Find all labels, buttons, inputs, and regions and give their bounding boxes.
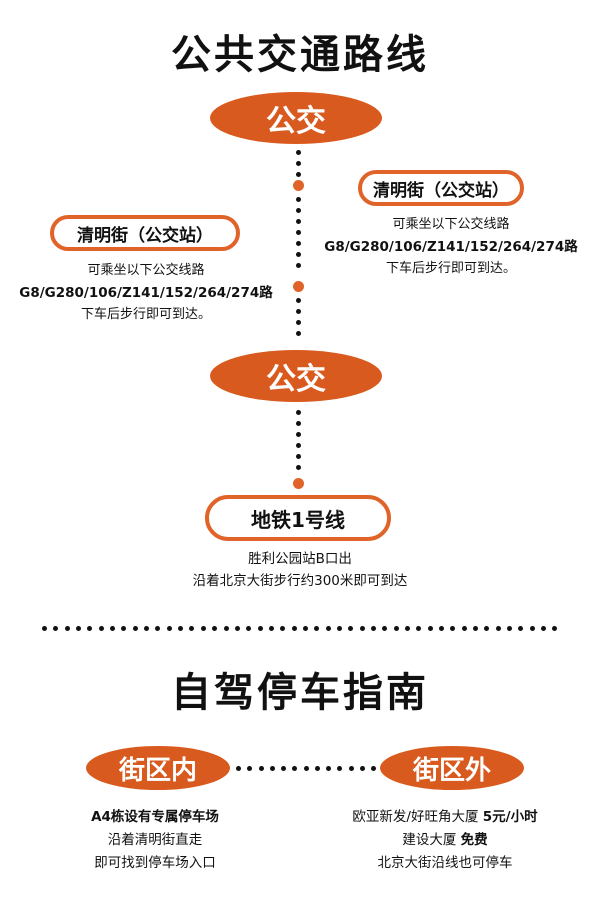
left-stop-pill: 清明街（公交站） (50, 215, 240, 251)
metro-marker (293, 478, 304, 489)
outside-badge-label: 街区外 (412, 755, 491, 786)
inside-info: A4栋设有专属停车场 沿着清明街直走 即可找到停车场入口 (20, 806, 290, 875)
bus-badge-top: 公交 (210, 92, 382, 144)
bus-badge-top-label: 公交 (266, 104, 326, 139)
right-stop-line3: 下车后步行即可到达。 (385, 261, 516, 276)
metro-info: 胜利公园站B口出 沿着北京大街步行约300米即可到达 (0, 548, 600, 592)
route-dotted-line-upper (296, 150, 301, 183)
outside-line1-price: 5元/小时 (482, 809, 538, 825)
metro-line1: 胜利公园站B口出 (248, 551, 352, 567)
right-stop-pill: 清明街（公交站） (358, 170, 524, 206)
outside-line2: 建设大厦 免费 (300, 829, 590, 852)
left-stop-name: 清明街（公交站） (77, 225, 213, 246)
parking-title: 自驾停车指南 (171, 670, 429, 716)
inside-badge: 街区内 (86, 746, 230, 790)
inside-line3: 即可找到停车场入口 (94, 855, 216, 871)
parking-connector (236, 766, 376, 771)
route-dotted-line-lower (296, 410, 301, 476)
left-stop-info: 可乘坐以下公交线路 G8/G280/106/Z141/152/264/274路 … (0, 260, 292, 326)
outside-line1: 欧亚新发/好旺角大厦 5元/小时 (300, 806, 590, 829)
bus-badge-mid-label: 公交 (266, 362, 326, 397)
right-stop-name: 清明街（公交站） (373, 180, 509, 201)
bus-badge-mid: 公交 (210, 350, 382, 402)
outside-line1-text: 欧亚新发/好旺角大厦 (352, 809, 483, 825)
stop-marker-right (293, 180, 304, 191)
left-stop-routes: G8/G280/106/Z141/152/264/274路 (19, 285, 273, 301)
route-dotted-line-upper-3 (296, 298, 301, 342)
outside-badge: 街区外 (380, 746, 524, 790)
left-stop-line3: 下车后步行即可到达。 (80, 307, 211, 322)
route-dotted-line-upper-2 (296, 197, 301, 274)
right-stop-routes: G8/G280/106/Z141/152/264/274路 (324, 239, 578, 255)
metro-line2: 沿着北京大街步行约300米即可到达 (192, 573, 408, 589)
transit-title: 公共交通路线 (171, 32, 429, 78)
outside-line2-price: 免费 (460, 832, 488, 848)
outside-line3: 北京大街沿线也可停车 (377, 855, 513, 871)
outside-info: 欧亚新发/好旺角大厦 5元/小时 建设大厦 免费 北京大街沿线也可停车 (300, 806, 590, 875)
outside-line2-text: 建设大厦 (402, 832, 461, 848)
metro-pill: 地铁1号线 (205, 495, 391, 541)
section-divider (42, 626, 558, 631)
right-stop-info: 可乘坐以下公交线路 G8/G280/106/Z141/152/264/274路 … (306, 214, 596, 280)
metro-name: 地铁1号线 (251, 507, 345, 532)
left-stop-line1: 可乘坐以下公交线路 (87, 263, 205, 278)
stop-marker-left (293, 281, 304, 292)
inside-line2: 沿着清明街直走 (107, 832, 203, 848)
inside-badge-label: 街区内 (118, 755, 197, 786)
inside-line1: A4栋设有专属停车场 (91, 809, 219, 825)
right-stop-line1: 可乘坐以下公交线路 (392, 217, 510, 232)
